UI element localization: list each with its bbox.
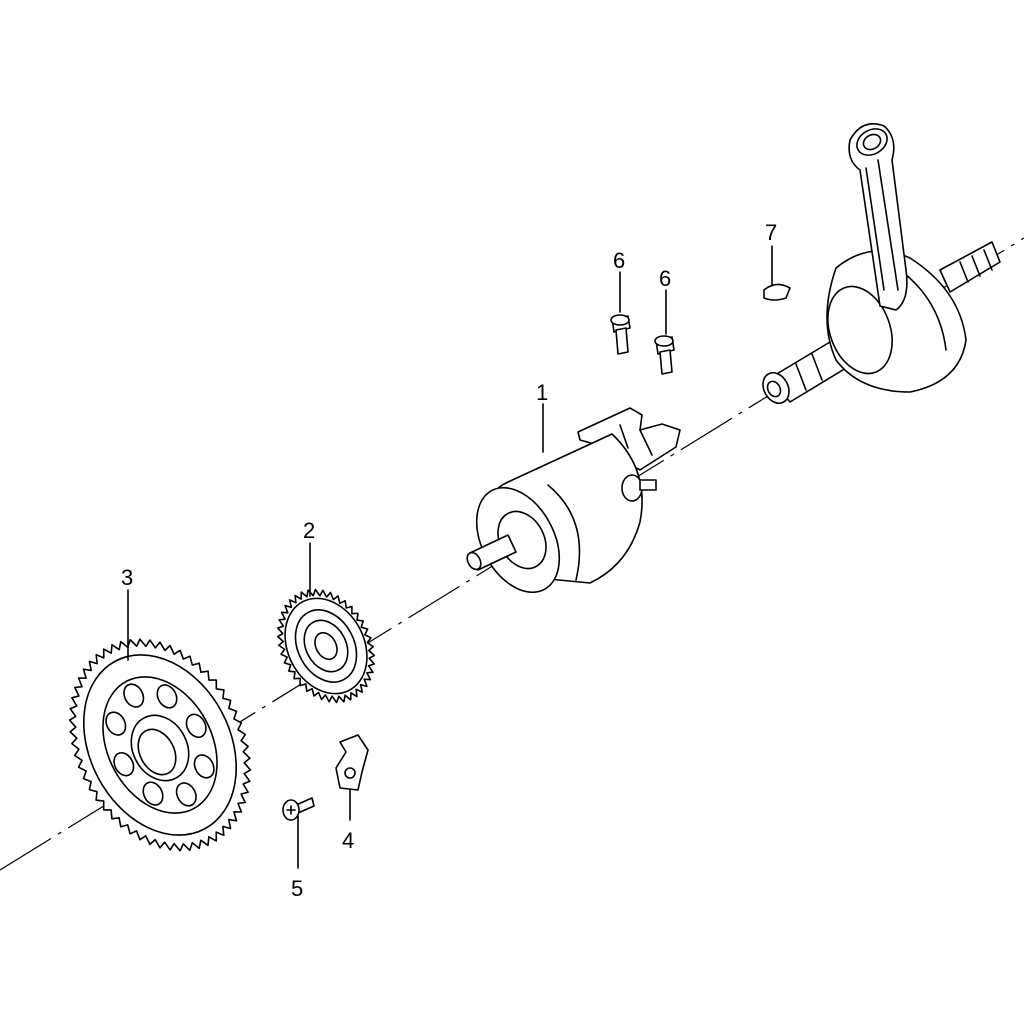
- gear-hole: [185, 713, 207, 739]
- gear-hole: [113, 751, 135, 777]
- part-3-starter-driven-gear: [68, 638, 252, 852]
- callout-6-left: 6: [613, 248, 625, 273]
- crankshaft-assembly: [762, 123, 1001, 405]
- gear-hole: [156, 684, 178, 709]
- gear-hole: [193, 754, 215, 779]
- gear-hole: [142, 781, 164, 806]
- part-1-starter-motor: [466, 407, 681, 594]
- part-2-idle-gear: [276, 588, 376, 704]
- part-6-bolt-right: [654, 335, 675, 375]
- gear-hole: [105, 711, 127, 736]
- part-4-bracket: [335, 734, 369, 791]
- part-7-woodruff-key: [763, 283, 791, 301]
- leader-lines: [127, 245, 773, 869]
- callout-1: 1: [536, 380, 548, 405]
- gear-hole: [175, 782, 197, 807]
- callout-6-right: 6: [659, 266, 671, 291]
- callout-4: 4: [342, 828, 354, 853]
- callout-7: 7: [765, 220, 777, 245]
- callout-2: 2: [303, 518, 315, 543]
- callout-5: 5: [291, 876, 303, 901]
- gear-hole: [123, 683, 145, 708]
- callout-3: 3: [121, 565, 133, 590]
- part-5-screw: [282, 797, 315, 821]
- part-6-bolt-left: [610, 314, 631, 355]
